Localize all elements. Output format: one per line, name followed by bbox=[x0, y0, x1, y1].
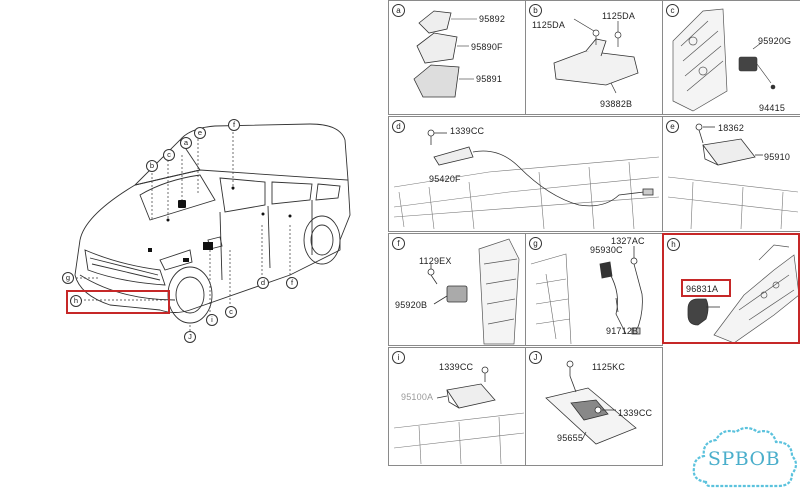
panel-j-letter: J bbox=[529, 351, 542, 364]
panel-a-drawing bbox=[413, 10, 477, 98]
panel-h-drawing bbox=[687, 244, 798, 342]
part-1339CC-d: 1339CC bbox=[450, 126, 485, 136]
panel-f-letter: f bbox=[392, 237, 405, 250]
part-95920G: 95920G bbox=[758, 36, 792, 46]
panel-h: h 96831A bbox=[662, 233, 800, 344]
panel-i-drawing bbox=[393, 366, 525, 465]
overview-label-g: g bbox=[62, 272, 74, 284]
part-95891: 95891 bbox=[476, 74, 503, 84]
part-1125DA-left: 1125DA bbox=[532, 20, 566, 30]
part-95420F: 95420F bbox=[429, 174, 461, 184]
overview-label-i: i bbox=[206, 314, 218, 326]
panel-d: d 1339CC 95420F bbox=[388, 116, 663, 232]
panel-f-drawing bbox=[427, 238, 520, 345]
part-95910: 95910 bbox=[764, 152, 791, 162]
overview-label-f-bottom: f bbox=[286, 277, 298, 289]
part-1129EX: 1129EX bbox=[419, 256, 452, 266]
overview-label-b: b bbox=[146, 160, 158, 172]
part-95930C: 95930C bbox=[590, 245, 623, 255]
cloud-logo-icon bbox=[692, 426, 798, 488]
panel-g-drawing bbox=[530, 246, 643, 345]
overview-label-j: J bbox=[184, 331, 196, 343]
part-95892: 95892 bbox=[479, 14, 506, 24]
panel-d-drawing bbox=[393, 129, 660, 230]
spbob-logo: SPBOB bbox=[688, 424, 800, 498]
panel-b-letter: b bbox=[529, 4, 542, 17]
panel-e-letter: e bbox=[666, 120, 679, 133]
panel-a: a 95892 95890F 95891 bbox=[388, 0, 526, 115]
panel-d-letter: d bbox=[392, 120, 405, 133]
overview-label-c: c bbox=[163, 149, 175, 161]
panel-g-letter: g bbox=[529, 237, 542, 250]
part-18362: 18362 bbox=[718, 123, 745, 133]
panel-i: i 1339CC 95100A bbox=[388, 347, 526, 466]
part-95920B: 95920B bbox=[395, 300, 428, 310]
part-1339CC-i: 1339CC bbox=[439, 362, 474, 372]
panel-e: e 18362 95910 bbox=[662, 116, 800, 232]
panel-j: J 1125KC 1339CC 95655 bbox=[525, 347, 663, 466]
vehicle-overview: a b c e f d f g h i c J bbox=[0, 0, 385, 498]
overview-label-e: e bbox=[194, 127, 206, 139]
part-94415: 94415 bbox=[759, 103, 786, 113]
panel-b-drawing bbox=[553, 18, 639, 94]
part-1327AC: 1327AC bbox=[611, 236, 645, 246]
part-1125KC: 1125KC bbox=[592, 362, 626, 372]
highlight-box-h bbox=[66, 290, 170, 314]
highlight-box-96831A bbox=[681, 279, 731, 297]
vehicle-outline bbox=[74, 123, 351, 335]
panel-c: c 95920G 94415 bbox=[662, 0, 800, 115]
panel-f: f 1129EX 95920B bbox=[388, 233, 526, 346]
panel-a-letter: a bbox=[392, 4, 405, 17]
overview-label-d: d bbox=[257, 277, 269, 289]
panel-i-letter: i bbox=[392, 351, 405, 364]
overview-label-a: a bbox=[180, 137, 192, 149]
panel-h-letter: h bbox=[667, 238, 680, 251]
part-1125DA-right: 1125DA bbox=[602, 11, 636, 21]
part-95100A: 95100A bbox=[401, 392, 434, 402]
panel-g: g 1327AC 95930C 91712B bbox=[525, 233, 663, 346]
panel-c-letter: c bbox=[666, 4, 679, 17]
logo-text: SPBOB bbox=[707, 448, 781, 470]
panel-j-drawing bbox=[545, 360, 637, 445]
panel-c-drawing bbox=[672, 8, 776, 112]
part-95890F: 95890F bbox=[471, 42, 503, 52]
overview-label-h: h bbox=[70, 295, 82, 307]
part-1339CC-j: 1339CC bbox=[618, 408, 653, 418]
overview-label-f-top: f bbox=[228, 119, 240, 131]
part-95655: 95655 bbox=[557, 433, 584, 443]
panel-e-drawing bbox=[667, 123, 799, 230]
part-96831A: 96831A bbox=[686, 284, 719, 294]
panel-b: b 1125DA 1125DA 93882B bbox=[525, 0, 663, 115]
part-91712B: 91712B bbox=[606, 326, 639, 336]
overview-label-c-bottom: c bbox=[225, 306, 237, 318]
part-93882B: 93882B bbox=[600, 99, 633, 109]
